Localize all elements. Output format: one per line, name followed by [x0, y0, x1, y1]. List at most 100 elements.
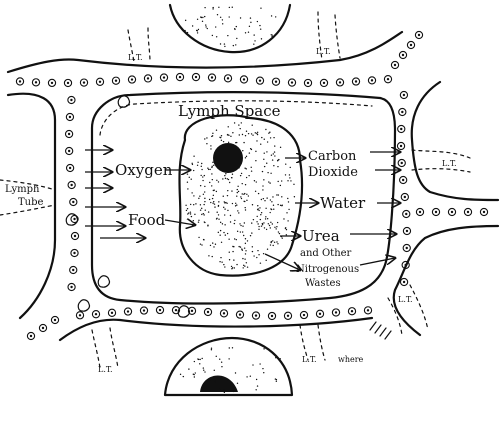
stipple-dot	[191, 163, 194, 166]
stipple-dot	[197, 221, 200, 223]
stipple-dot	[214, 243, 217, 245]
stipple-dot	[209, 244, 212, 247]
stipple-dot	[228, 251, 230, 253]
stipple-dot	[278, 232, 281, 235]
lymph-tube-botright-2	[409, 284, 429, 331]
stipple-dot	[280, 180, 283, 182]
stipple-dot	[188, 176, 190, 178]
stipple-dot	[241, 249, 244, 251]
stipple-dot	[267, 223, 270, 225]
stipple-dot	[221, 23, 224, 25]
stipple-dot	[199, 195, 201, 197]
lymph-tube-topright-2	[334, 14, 341, 59]
stipple-dot	[293, 196, 296, 198]
stipple-dot	[262, 197, 265, 200]
stipple-dot	[238, 134, 240, 136]
blood-cell-center	[206, 310, 210, 314]
stipple-dot	[256, 133, 259, 136]
blood-cell-center	[41, 326, 45, 330]
stipple-dot	[268, 132, 270, 134]
blood-cell-center	[98, 80, 102, 83]
stipple-dot	[273, 136, 275, 139]
stipple-dot	[244, 192, 246, 195]
blood-cell	[415, 207, 425, 217]
stipple-dot	[281, 196, 283, 198]
stipple-dot	[242, 267, 244, 269]
stipple-dot	[287, 197, 289, 200]
stipple-dot	[219, 136, 221, 139]
blood-cell	[69, 265, 78, 275]
stipple-dot	[289, 177, 291, 179]
stipple-dot	[245, 262, 248, 264]
stipple-dot	[204, 200, 206, 203]
fiber-bundle	[369, 321, 392, 340]
stipple-dot	[229, 214, 232, 217]
stipple-dot	[265, 259, 267, 262]
stipple-dot	[285, 234, 288, 236]
stipple-dot	[226, 194, 229, 197]
stipple-dot	[189, 211, 192, 213]
stipple-dot	[201, 207, 203, 210]
stipple-dot	[213, 200, 215, 203]
label-lymph: Lymph	[5, 184, 40, 195]
stipple-dot	[201, 20, 204, 23]
stipple-dot	[256, 131, 259, 133]
stipple-dot	[202, 367, 205, 369]
stipple-dot	[216, 217, 218, 220]
stipple-dot	[235, 25, 238, 28]
stipple-dot	[284, 174, 287, 176]
stipple-dot	[227, 209, 229, 212]
stipple-dot	[272, 240, 274, 242]
blood-cell	[63, 78, 73, 88]
stipple-dot	[201, 357, 203, 360]
stipple-dot	[210, 201, 212, 204]
stipple-dot	[279, 146, 282, 149]
stipple-dot	[218, 201, 220, 203]
stipple-dot	[259, 218, 262, 221]
blood-cell-center	[70, 183, 73, 187]
stipple-dot	[201, 244, 203, 246]
lymph-space-boundary	[99, 100, 373, 136]
stipple-dot	[211, 197, 214, 200]
stipple-dot	[194, 372, 196, 374]
stipple-dot	[224, 224, 226, 226]
stipple-dot	[269, 199, 272, 201]
stipple-dot	[226, 134, 229, 136]
stipple-dot	[212, 242, 214, 244]
lymph-tube-right	[411, 149, 471, 159]
tissue-cell-top-dots	[184, 6, 277, 48]
stipple-dot	[246, 199, 248, 202]
label-and-other: and Other	[300, 248, 352, 259]
stipple-dot	[219, 221, 222, 224]
blood-cell-center	[318, 312, 322, 316]
stipple-dot	[232, 132, 234, 134]
blood-cell	[267, 311, 277, 321]
stipple-dot	[193, 373, 195, 376]
blood-cell	[402, 209, 411, 219]
stipple-dot	[221, 365, 223, 368]
stipple-dot	[260, 198, 263, 201]
stipple-dot	[199, 209, 202, 211]
blood-cell	[351, 77, 361, 86]
stipple-dot	[244, 200, 246, 203]
lymph-tube-topright	[317, 11, 323, 61]
stipple-dot	[254, 132, 257, 134]
stipple-dot	[187, 188, 189, 190]
blood-cell-center	[70, 285, 73, 289]
stipple-dot	[277, 180, 279, 183]
stipple-dot	[271, 201, 273, 203]
stipple-dot	[261, 136, 263, 139]
stipple-dot	[263, 348, 265, 350]
stipple-dot	[200, 16, 202, 18]
blood-cell-center	[114, 79, 118, 82]
stipple-dot	[228, 259, 231, 261]
stipple-dot	[260, 225, 263, 227]
label-tube: Tube	[18, 197, 44, 208]
stipple-dot	[219, 229, 222, 232]
stipple-dot	[260, 143, 262, 145]
stipple-dot	[210, 347, 213, 349]
lymph-tube-topleft	[127, 29, 135, 63]
stipple-dot	[272, 204, 275, 206]
blood-cell-center	[400, 161, 403, 165]
blood-cell-center	[29, 334, 33, 338]
